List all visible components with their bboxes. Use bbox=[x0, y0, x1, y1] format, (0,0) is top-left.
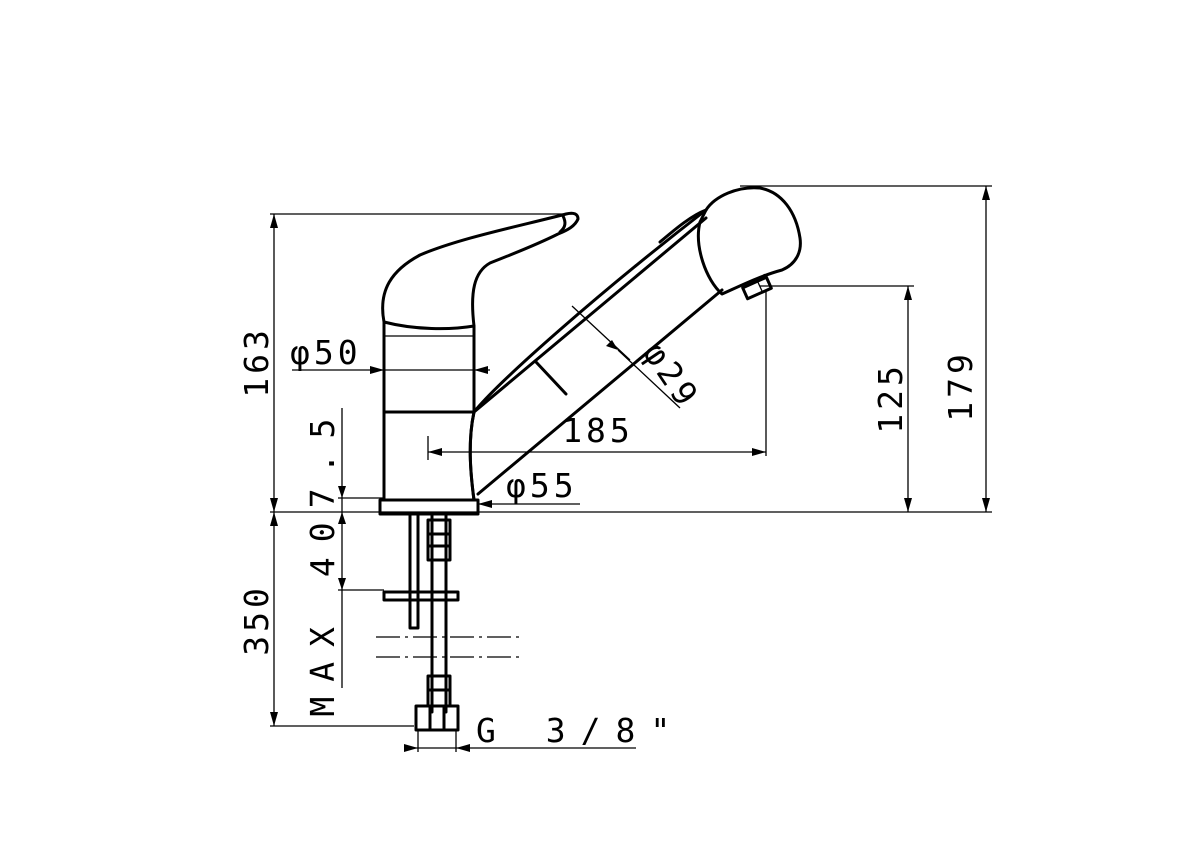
label-base-diameter: φ55 bbox=[506, 466, 578, 505]
spout-tube-lower bbox=[476, 288, 724, 496]
hex-connector-nut bbox=[414, 704, 460, 732]
nozzle-rib-1 bbox=[755, 277, 763, 292]
label-overall-height: 179 bbox=[941, 350, 980, 422]
base-ring bbox=[378, 498, 480, 516]
tube-joint bbox=[534, 360, 568, 396]
spray-head-detail bbox=[658, 208, 708, 244]
label-connection-thread: G 3/8" bbox=[476, 711, 685, 750]
spray-head bbox=[696, 186, 802, 296]
label-max-deck-thickness: MAX 40 bbox=[303, 507, 342, 716]
label-spout-reach: 185 bbox=[562, 411, 634, 450]
lever-detail bbox=[558, 214, 567, 234]
label-spout-outlet-height: 125 bbox=[871, 362, 910, 434]
label-hose-length: 350 bbox=[237, 584, 276, 656]
supply-hose bbox=[430, 512, 448, 714]
dimension-lines bbox=[270, 185, 992, 752]
nozzle-rib-2 bbox=[763, 273, 771, 288]
label-base-ring-height: 7.5 bbox=[303, 404, 342, 509]
mounting-plate bbox=[382, 590, 460, 602]
spout-tube-upper bbox=[472, 208, 708, 414]
label-spray-head-diameter: φ29 bbox=[635, 335, 707, 416]
spray-nozzle bbox=[741, 275, 773, 301]
dim-line-phi29-b bbox=[617, 349, 681, 409]
label-body-diameter: φ50 bbox=[290, 333, 362, 372]
body-lower bbox=[382, 410, 476, 502]
lever-handle bbox=[381, 211, 580, 331]
dim-line-phi29-a bbox=[571, 305, 631, 361]
hose-ferrule-top bbox=[426, 518, 452, 562]
label-body-height: 163 bbox=[237, 326, 276, 398]
faucet-outline bbox=[376, 186, 802, 732]
dimension-labels: 179 163 125 185 φ50 φ55 φ29 7.5 350 MAX … bbox=[237, 326, 980, 750]
mounting-rod bbox=[408, 512, 420, 630]
